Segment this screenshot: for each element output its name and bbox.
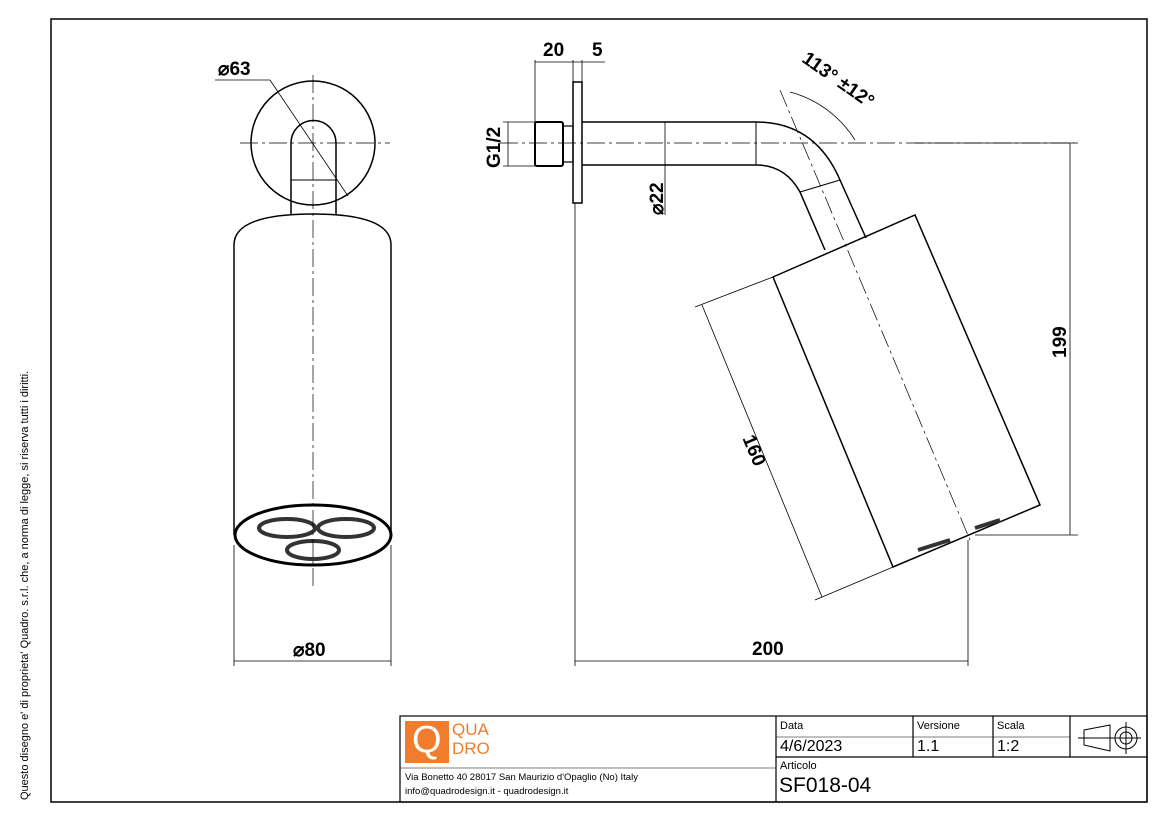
version-value: 1.1 <box>917 738 940 755</box>
contacts: info@quadrodesign.it - quadrodesign.it <box>405 786 569 797</box>
copyright-note: Questo disegno e' di proprieta' Quadro. … <box>19 370 31 800</box>
diameter-symbol: ⌀ <box>647 203 668 215</box>
article-label: Articolo <box>780 760 817 772</box>
dim-flange-diameter: 63 <box>229 59 251 80</box>
dim-thread: G1/2 <box>484 126 505 168</box>
dim-body-diameter: 80 <box>304 640 326 661</box>
dim-plate-thickness: 5 <box>592 40 603 61</box>
side-view <box>500 60 1078 666</box>
logo-line1: QUA <box>452 720 489 739</box>
scale-value: 1:2 <box>997 738 1020 755</box>
version-label: Versione <box>917 720 960 732</box>
date-label: Data <box>780 720 804 732</box>
front-view <box>215 75 393 666</box>
logo-letter: Q <box>412 719 442 761</box>
logo-line2: DRO <box>452 739 490 758</box>
date-value: 4/6/2023 <box>780 738 843 755</box>
dim-pipe-diameter: 22 <box>647 182 668 204</box>
dim-thread-length: 20 <box>543 40 565 61</box>
dim-height: 199 <box>1050 326 1071 358</box>
diameter-symbol: ⌀ <box>293 640 305 661</box>
logo-square <box>405 721 449 763</box>
diameter-symbol: ⌀ <box>218 59 230 80</box>
address: Via Bonetto 40 28017 San Maurizio d'Opag… <box>405 772 638 783</box>
scale-label: Scala <box>997 720 1025 732</box>
drawing-frame <box>50 18 1148 803</box>
article-value: SF018-04 <box>779 774 872 797</box>
dim-projection: 200 <box>752 639 784 660</box>
title-block-lines <box>399 715 1148 803</box>
projection-symbol-icon <box>1078 722 1141 754</box>
